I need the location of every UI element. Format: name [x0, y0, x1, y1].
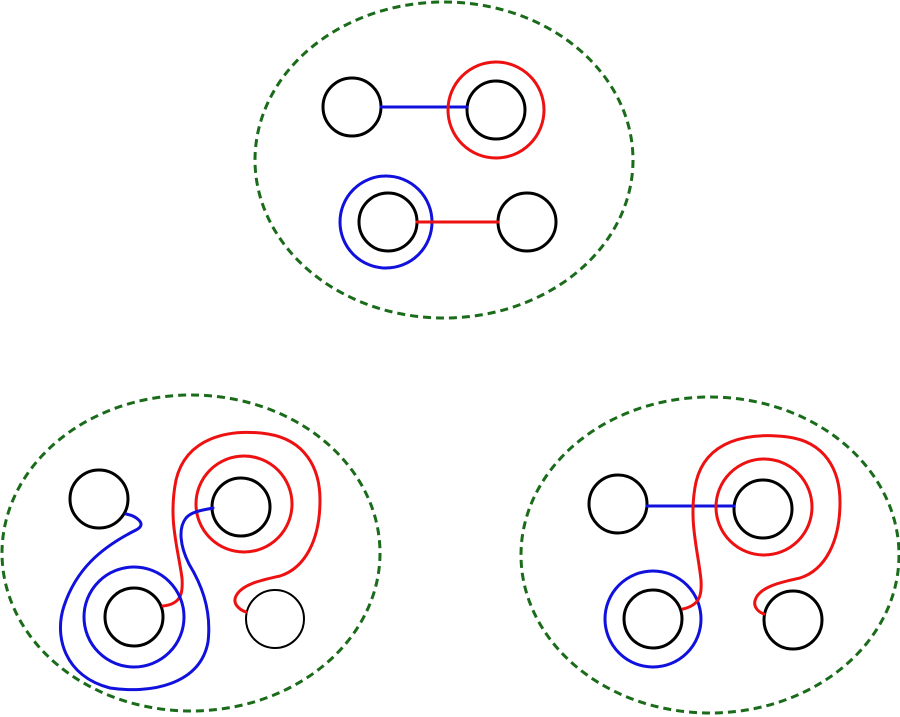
- red-loop-bl-around-top-right: [194, 454, 294, 554]
- hole-bl-bottom-left: [103, 586, 165, 648]
- hole-bl-bottom-right: [245, 589, 305, 649]
- hole-br-top-right: [732, 478, 794, 540]
- blue-long-arc-bl: [59, 506, 215, 692]
- hole-top-right-lower: [496, 191, 558, 253]
- hole-bl-top-right: [210, 476, 272, 538]
- hole-top-right-upper: [465, 79, 527, 141]
- red-loop-br-around-top-right: [714, 457, 814, 557]
- blue-loop-bl-around-bottom-left: [82, 565, 186, 669]
- hole-br-top-left: [587, 473, 649, 535]
- red-twisted-arc-br: [681, 434, 842, 616]
- hole-br-bottom-left: [622, 588, 684, 650]
- hole-br-bottom-right: [762, 589, 824, 651]
- panel-top: [253, 0, 635, 320]
- hole-bl-top-left: [68, 468, 130, 530]
- panel-bottom-left: [0, 393, 382, 713]
- panel-top-boundary: [253, 0, 635, 320]
- panel-bottom-right-boundary: [519, 395, 900, 715]
- blue-loop-br-around-bottom-left: [603, 569, 703, 669]
- panel-bottom-left-boundary: [0, 393, 382, 713]
- red-twisted-arc-bl: [161, 430, 322, 614]
- hole-top-left-upper: [321, 76, 383, 138]
- hole-top-left-lower: [357, 191, 419, 253]
- panel-bottom-right: [519, 395, 900, 715]
- red-loop-top-upper: [446, 60, 546, 160]
